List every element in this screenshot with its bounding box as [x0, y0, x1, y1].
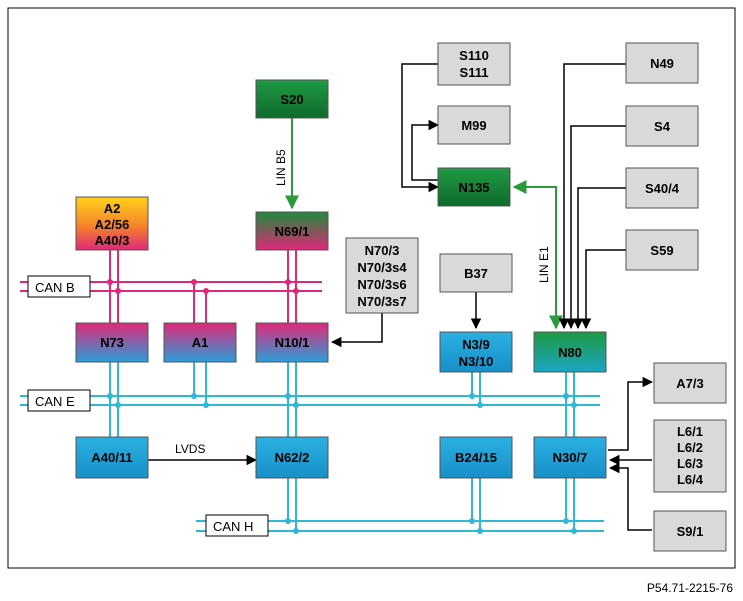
svg-text:N70/3s6: N70/3s6	[357, 277, 406, 292]
module-s20: S20	[255, 79, 329, 119]
svg-text:M99: M99	[461, 118, 486, 133]
svg-text:N70/3s4: N70/3s4	[357, 260, 407, 275]
lvds-label: LVDS	[175, 442, 205, 456]
svg-text:A2/56: A2/56	[95, 217, 130, 232]
s9-to-n30-link	[608, 462, 652, 531]
svg-text:N70/3s7: N70/3s7	[357, 294, 406, 309]
svg-text:N69/1: N69/1	[275, 224, 310, 239]
module-l6: L6/1 L6/2 L6/3 L6/4	[653, 419, 727, 493]
svg-text:B37: B37	[464, 266, 488, 281]
module-n10-1: N10/1	[255, 322, 329, 363]
module-n135: N135	[437, 167, 511, 207]
svg-text:L6/1: L6/1	[677, 424, 703, 439]
module-b24-15: B24/15	[439, 436, 513, 479]
module-s59: S59	[625, 229, 699, 271]
svg-text:A1: A1	[192, 335, 209, 350]
svg-text:N73: N73	[100, 335, 124, 350]
lin-e1-label: LIN E1	[537, 246, 551, 283]
can-h-label: CAN H	[205, 514, 269, 537]
n70-to-n10-link	[330, 313, 383, 348]
svg-text:L6/2: L6/2	[677, 440, 703, 455]
svg-text:S111: S111	[460, 65, 489, 80]
s40-4-to-n80-link	[572, 187, 626, 330]
lin-e1-link	[512, 180, 563, 330]
module-n73: N73	[75, 322, 149, 363]
can-h-junctions	[285, 518, 577, 534]
svg-text:CAN E: CAN E	[35, 394, 75, 409]
module-a7-3: A7/3	[653, 362, 727, 404]
svg-text:A40/11: A40/11	[91, 450, 132, 465]
can-b-label: CAN B	[27, 275, 91, 298]
s59-to-n80-link	[580, 249, 626, 330]
svg-text:S110: S110	[459, 48, 489, 63]
svg-text:L6/4: L6/4	[677, 472, 704, 487]
svg-text:S9/1: S9/1	[677, 524, 704, 539]
module-s4: S4	[625, 105, 699, 147]
module-n80: N80	[533, 331, 607, 373]
svg-text:CAN B: CAN B	[35, 280, 75, 295]
svg-text:N49: N49	[650, 56, 674, 71]
svg-text:N10/1: N10/1	[275, 335, 310, 350]
svg-text:N70/3: N70/3	[365, 243, 400, 258]
module-n69-1: N69/1	[255, 211, 329, 251]
svg-text:N3/10: N3/10	[459, 354, 494, 369]
svg-text:A40/3: A40/3	[95, 233, 130, 248]
svg-text:S40/4: S40/4	[645, 181, 680, 196]
svg-text:A2: A2	[104, 201, 121, 216]
module-n62-2: N62/2	[255, 436, 329, 479]
n135-to-m99-link	[411, 119, 440, 181]
n49-to-n80-link	[558, 63, 626, 330]
svg-text:N3/9: N3/9	[462, 337, 489, 352]
svg-text:N30/7: N30/7	[553, 450, 588, 465]
svg-text:A7/3: A7/3	[676, 376, 703, 391]
module-n30-7: N30/7	[533, 436, 607, 479]
figure-reference: P54.71-2215-76	[647, 581, 733, 595]
n30-to-a7-link	[608, 376, 654, 451]
module-a40-11: A40/11	[75, 436, 149, 479]
svg-text:N62/2: N62/2	[275, 450, 310, 465]
svg-text:S59: S59	[650, 243, 673, 258]
lin-b5-label: LIN B5	[274, 149, 288, 186]
svg-text:L6/3: L6/3	[677, 456, 703, 471]
module-s110: S110 S111	[437, 42, 511, 86]
module-a1: A1	[163, 322, 237, 363]
module-m99: M99	[437, 105, 511, 145]
svg-text:S20: S20	[280, 92, 303, 107]
can-e-junctions	[107, 393, 577, 408]
svg-text:S4: S4	[654, 119, 671, 134]
module-n49: N49	[625, 42, 699, 84]
svg-text:N80: N80	[558, 345, 582, 360]
module-n70: N70/3 N70/3s4 N70/3s6 N70/3s7	[345, 237, 419, 314]
can-b-junctions	[107, 279, 299, 294]
module-b37: B37	[439, 253, 513, 293]
module-n3: N3/9 N3/10	[439, 331, 513, 373]
s110-to-n135-link	[401, 63, 440, 193]
s4-to-n80-link	[565, 125, 626, 330]
svg-text:CAN H: CAN H	[213, 519, 253, 534]
svg-text:N135: N135	[458, 180, 489, 195]
module-s9-1: S9/1	[653, 510, 727, 552]
can-e-label: CAN E	[27, 389, 91, 412]
svg-text:B24/15: B24/15	[455, 450, 497, 465]
module-a2: A2 A2/56 A40/3	[75, 196, 149, 251]
module-s40-4: S40/4	[625, 167, 699, 209]
